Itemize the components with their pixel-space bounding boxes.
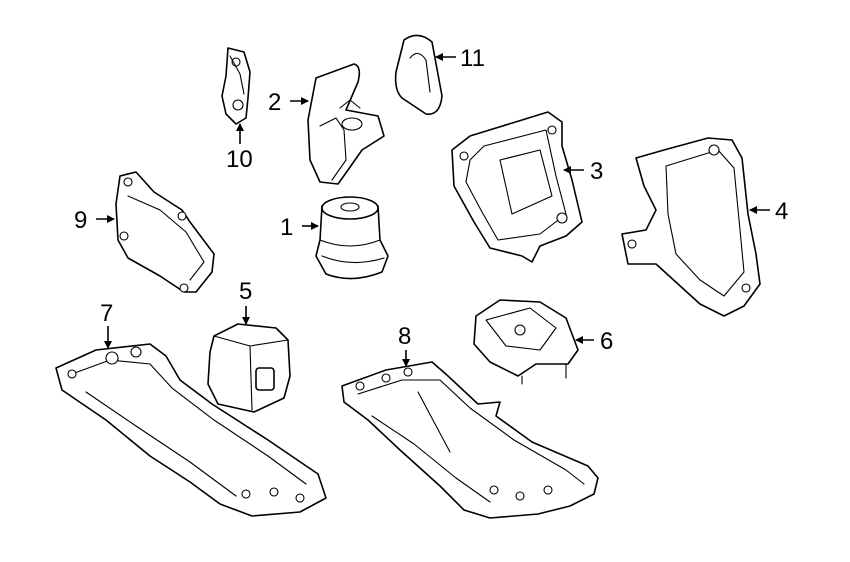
part-9-bracket [115,171,215,293]
callout-labels: 1 2 3 4 5 6 7 8 9 10 11 [74,45,788,355]
callout-8: 8 [398,323,411,350]
part-3-bracket [451,111,583,263]
part-8-crossmember [341,361,599,519]
callout-4: 4 [775,198,788,225]
part-6-mount-bracket [473,299,579,385]
callout-9: 9 [74,207,87,234]
callout-1: 1 [280,214,293,241]
callout-5: 5 [239,278,252,305]
part-10-bracket [221,47,251,125]
callout-10: 10 [226,146,253,173]
callout-7: 7 [100,300,113,327]
callout-2: 2 [268,89,281,116]
part-11-cover [394,34,443,115]
part-5-transmission-mount [207,323,291,413]
part-7-crossmember [55,343,327,517]
part-4-housing [621,137,761,317]
callout-11: 11 [460,45,485,72]
part-1-engine-mount [315,196,389,280]
part-2-mount-bracket [307,63,385,185]
leader-lines [96,53,770,367]
callout-3: 3 [590,158,603,185]
callout-6: 6 [600,328,613,355]
